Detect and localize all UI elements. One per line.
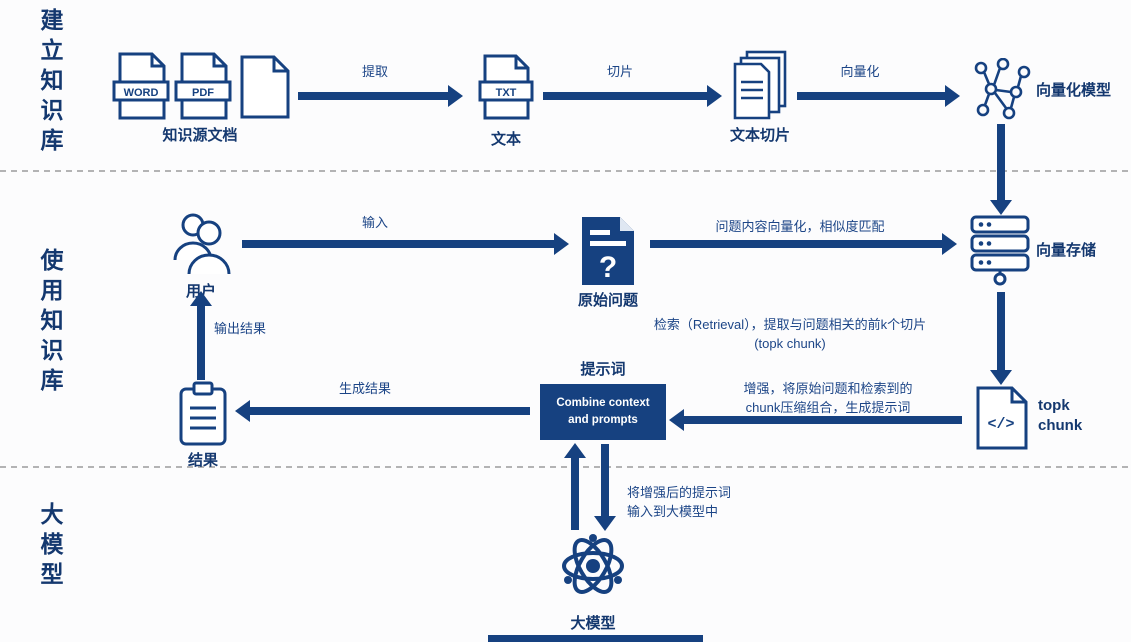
result-clipboard-icon xyxy=(179,381,227,446)
blank-document-icon xyxy=(240,55,290,119)
vector-store-server-icon xyxy=(970,215,1030,286)
word-badge-label: WORD xyxy=(124,87,159,99)
section-divider-top xyxy=(0,170,1131,172)
code-glyph: </> xyxy=(987,416,1014,433)
section-divider-bottom xyxy=(0,466,1131,468)
section-label-use: 使用知识库 xyxy=(37,248,63,398)
question-mark-glyph: ? xyxy=(599,251,617,284)
source-docs-label: 知识源文档 xyxy=(162,127,238,144)
topk-chunk-file-icon: </> xyxy=(976,386,1028,450)
vector-model-network-icon xyxy=(974,58,1031,120)
slice-edge-label: 切片 xyxy=(606,64,633,79)
combine-context-box: Combine context and prompts xyxy=(540,384,666,440)
slice-arrow xyxy=(543,92,707,100)
output-edge-label: 输出结果 xyxy=(214,321,267,336)
pdf-badge-label: PDF xyxy=(192,87,214,99)
match-arrow xyxy=(650,240,942,248)
txt-badge-label: TXT xyxy=(496,87,517,99)
model-to-box-arrow xyxy=(571,458,579,530)
to-model-edge-label: 将增强后的提示词 输入到大模型中 xyxy=(627,485,732,519)
vector-store-label: 向量存储 xyxy=(1036,242,1097,259)
result-label: 结果 xyxy=(187,452,218,469)
input-arrow xyxy=(242,240,554,248)
section-label-build: 建立知识库 xyxy=(37,8,63,158)
bottom-bar xyxy=(488,635,703,642)
vectorize-edge-label: 向量化 xyxy=(840,64,880,79)
generate-arrow xyxy=(250,407,530,415)
input-edge-label: 输入 xyxy=(361,215,388,230)
augment-edge-label: 增强，将原始问题和检索到的 chunk压缩组合，生成提示词 xyxy=(743,381,913,415)
user-icon xyxy=(173,213,231,275)
pdf-document-icon: PDF xyxy=(174,52,232,120)
extract-edge-label: 提取 xyxy=(361,64,388,79)
chunks-label: 文本切片 xyxy=(729,127,790,144)
augment-arrow xyxy=(684,416,962,424)
retrieval-edge-label: 检索（Retrieval），提取与问题相关的前k个切片 (topk chunk) xyxy=(653,317,927,351)
large-model-label: 大模型 xyxy=(570,615,616,632)
txt-document-icon: TXT xyxy=(478,54,534,120)
extract-arrow xyxy=(298,92,448,100)
box-to-model-arrow xyxy=(601,444,609,516)
word-document-icon: WORD xyxy=(112,52,170,120)
question-document-icon: ? xyxy=(582,217,634,285)
text-label: 文本 xyxy=(490,131,521,148)
vectorize-arrow xyxy=(797,92,945,100)
text-chunks-icon xyxy=(733,50,787,120)
generate-edge-label: 生成结果 xyxy=(338,381,391,396)
section-label-llm: 大模型 xyxy=(37,502,63,592)
large-model-atom-icon xyxy=(562,534,624,594)
model-to-store-arrow xyxy=(997,124,1005,200)
topk-chunk-label: topk chunk xyxy=(1038,397,1083,434)
retrieval-arrow xyxy=(997,292,1005,370)
question-label: 原始问题 xyxy=(577,292,638,309)
output-arrow xyxy=(197,306,205,380)
vector-model-label: 向量化模型 xyxy=(1036,82,1112,99)
match-edge-label: 问题内容向量化，相似度匹配 xyxy=(715,219,885,234)
prompt-title: 提示词 xyxy=(580,361,626,378)
